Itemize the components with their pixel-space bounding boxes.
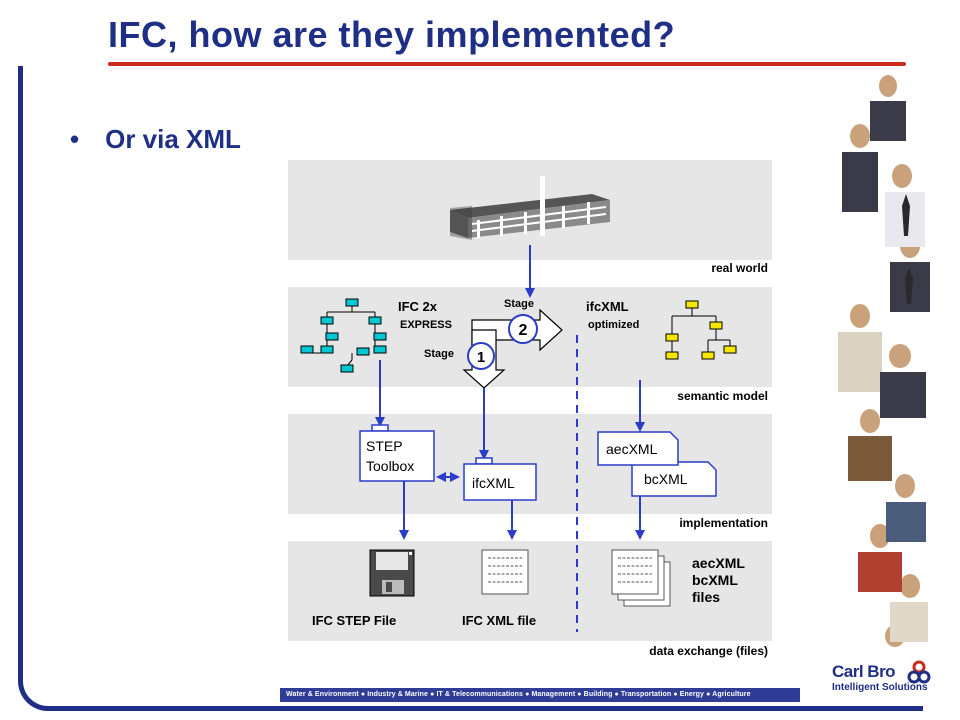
stage2-number: 2 bbox=[519, 322, 528, 339]
title-underline bbox=[108, 62, 906, 66]
ifcxml-optimized-label-2: optimized bbox=[588, 319, 639, 331]
step-toolbox-label-1: STEP bbox=[366, 438, 403, 454]
step-toolbox-label-2: Toolbox bbox=[366, 458, 414, 474]
bullet-dot-icon: • bbox=[70, 124, 80, 154]
floppy-disk-icon bbox=[369, 549, 415, 597]
aecxml-doc bbox=[597, 431, 679, 466]
ifcxml-box-label: ifcXML bbox=[472, 475, 515, 491]
ifcxml-optimized-label-1: ifcXML bbox=[586, 299, 629, 314]
building-icon bbox=[450, 176, 610, 240]
logo-name: Carl Bro bbox=[832, 662, 896, 681]
logo-rings-icon bbox=[907, 660, 931, 684]
ifcxml-box-tab bbox=[475, 457, 493, 465]
files-label-2: bcXML bbox=[692, 572, 738, 588]
label-real-world: real world bbox=[711, 261, 768, 275]
panel-data-exchange bbox=[288, 541, 772, 641]
ifc2x-tree-icon bbox=[300, 298, 387, 373]
slide-title: IFC, how are they implemented? bbox=[108, 14, 676, 55]
logo-tagline: Intelligent Solutions bbox=[832, 682, 928, 693]
stage-bottom-label: Stage bbox=[424, 348, 454, 360]
files-label-1: aecXML bbox=[692, 555, 745, 571]
ifc2x-label: IFC 2x bbox=[398, 299, 438, 314]
xml-document-icon bbox=[481, 549, 529, 595]
company-logo: Carl Bro Intelligent Solutions bbox=[832, 660, 932, 708]
stage1-number: 1 bbox=[477, 349, 485, 366]
label-data-exchange: data exchange (files) bbox=[649, 644, 768, 658]
ifc-xml-file-label: IFC XML file bbox=[462, 613, 536, 628]
bcxml-doc bbox=[631, 461, 717, 497]
footer-divisions-bar: Water & Environment ● Industry & Marine … bbox=[280, 688, 800, 702]
ifc-step-file-label: IFC STEP File bbox=[312, 613, 396, 628]
files-label-3: files bbox=[692, 589, 720, 605]
stage-top-label: Stage bbox=[504, 298, 534, 310]
stage2-circle bbox=[508, 314, 538, 344]
step-toolbox-box bbox=[359, 430, 435, 482]
people-photo bbox=[830, 66, 930, 656]
bullet-item: • Or via XML bbox=[70, 124, 241, 155]
ifcxml-box bbox=[463, 463, 537, 501]
aecxml-doc-label: aecXML bbox=[606, 441, 658, 457]
slide-frame bbox=[18, 66, 923, 711]
stage1-circle bbox=[467, 342, 495, 370]
bcxml-doc-label: bcXML bbox=[644, 471, 688, 487]
label-semantic-model: semantic model bbox=[677, 389, 768, 403]
label-implementation: implementation bbox=[679, 516, 768, 530]
step-toolbox-tab bbox=[371, 424, 389, 432]
optimized-tree-icon bbox=[665, 300, 737, 360]
ifc-xml-diagram: real world semantic model implementation… bbox=[288, 160, 772, 658]
stacked-documents-icon bbox=[611, 549, 671, 607]
bullet-text: Or via XML bbox=[105, 124, 241, 154]
express-label: EXPRESS bbox=[400, 319, 452, 331]
